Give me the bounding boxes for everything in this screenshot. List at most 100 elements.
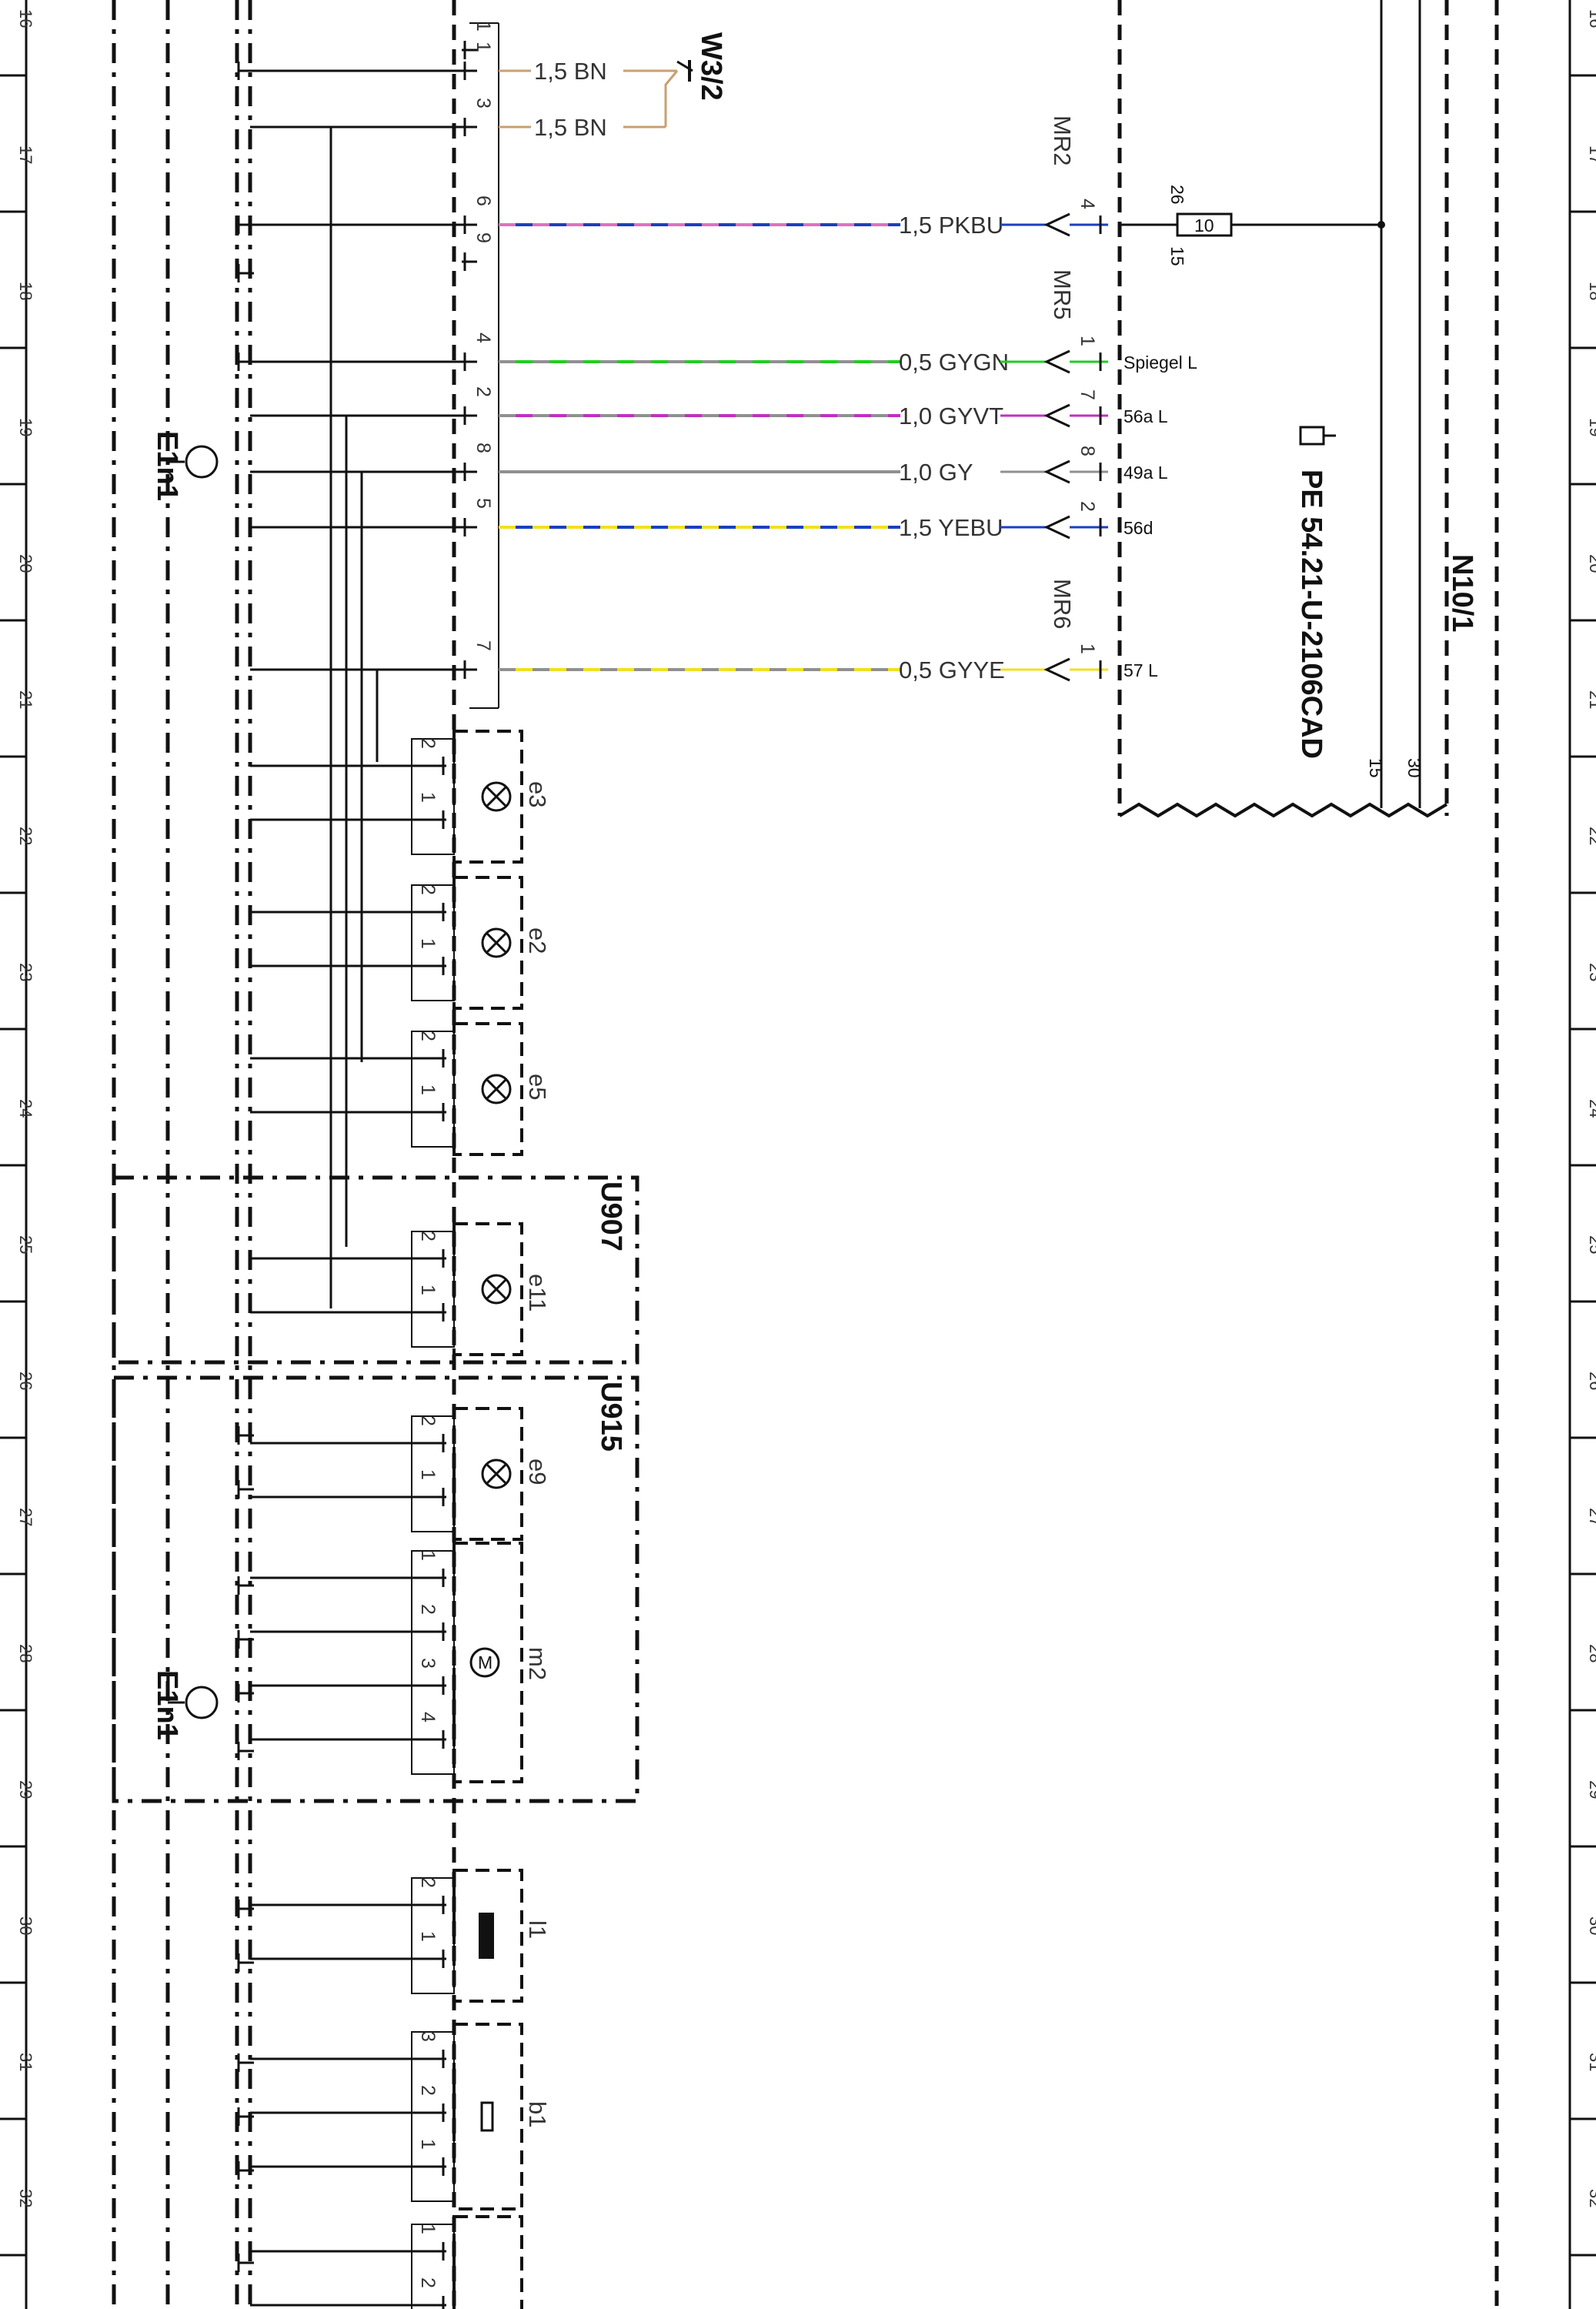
component-label: e11 — [524, 1274, 551, 1312]
wire-label: 1,5 BN — [534, 114, 607, 141]
fuse-10: 10 26 15 — [1120, 185, 1385, 266]
ruler-number-right: 24 — [1586, 1099, 1596, 1118]
connector-pin-number: 6 — [472, 195, 494, 206]
ruler-number-right: 22 — [1586, 827, 1596, 845]
inductor-icon — [479, 1913, 494, 1959]
component-label: e3 — [524, 781, 551, 807]
motor-symbol: M — [478, 1652, 492, 1672]
e1n1-bottom: E1n1 — [151, 1670, 219, 1740]
component-pin-number: 1 — [417, 938, 439, 949]
wire-label: 1,5 YEBU — [899, 514, 1003, 541]
ruler-number-left: 20 — [16, 554, 35, 573]
component-pin-number: 3 — [417, 1658, 439, 1669]
mr-target-label: 56a L — [1124, 406, 1168, 426]
component-pin-number: 2 — [417, 1877, 439, 1888]
motor-icon: M — [469, 1647, 500, 1678]
ruler-number-left: 25 — [16, 1235, 35, 1254]
ruler-number-right: 29 — [1586, 1780, 1596, 1799]
component-label: e9 — [524, 1459, 551, 1485]
connector-pin-number: 3 — [472, 98, 494, 109]
n10-1-label: N10/1 — [1446, 554, 1478, 632]
connector-pin-number: 5 — [472, 498, 494, 509]
connector-strip — [469, 22, 499, 709]
connector-pin-number: 9 — [472, 232, 494, 243]
lamp-icon — [481, 1459, 512, 1489]
component-label: e2 — [524, 927, 551, 954]
u915-label: U915 — [595, 1382, 627, 1452]
component-pin-number: 2 — [417, 1031, 439, 1041]
mr-target-label: 49a L — [1124, 463, 1168, 483]
wire-w1: 1,5 BN — [250, 58, 607, 85]
ruler-number-left: 30 — [16, 1916, 35, 1935]
ruler-number-left: 22 — [16, 827, 35, 845]
ruler-number-left: 29 — [16, 1780, 35, 1799]
mr-target-label: Spiegel L — [1124, 353, 1197, 373]
component-pin-number: 2 — [417, 738, 439, 749]
wire-label: 1,0 GY — [899, 459, 973, 486]
component-pin-number: 2 — [417, 1604, 439, 1615]
component-pin-number: 1 — [417, 2224, 439, 2234]
n10-1-pin-30: 30 — [1404, 758, 1424, 778]
mr-target-label: 57 L — [1124, 660, 1158, 680]
ruler-number-right: 19 — [1586, 418, 1596, 436]
wire-label: 0,5 GYGN — [899, 349, 1009, 376]
e1n1-top-label: E1n1 — [151, 431, 183, 501]
housing-lines — [112, 0, 1499, 2309]
u907-frame: U907 — [112, 1175, 639, 1365]
connector-pin-number: 1 — [472, 42, 494, 52]
ruler-number-right: 25 — [1586, 1235, 1596, 1254]
w3-2-label: W3/2 — [695, 32, 727, 101]
connector-pin-number: 2 — [472, 386, 494, 397]
ruler-number-left: 19 — [16, 418, 35, 436]
ruler-number-right: 28 — [1586, 1644, 1596, 1662]
ruler-number-left: 31 — [16, 2053, 35, 2071]
lamp-icon — [481, 781, 512, 812]
ruler-number-left: 27 — [16, 1508, 35, 1526]
e1n1-top: E1n1 — [151, 431, 219, 501]
ruler-number-left: 28 — [16, 1644, 35, 1662]
component-pin-number: 1 — [417, 1285, 439, 1295]
sensor-icon — [480, 2101, 494, 2132]
w3-2-bridge: W3/2 — [623, 32, 727, 129]
ruler-number-right: 31 — [1586, 2053, 1596, 2071]
component-label: l1 — [524, 1920, 551, 1939]
ruler-number-right: 20 — [1586, 554, 1596, 573]
wire-w2: 1,5 BN — [250, 114, 607, 141]
component-pin-number: 2 — [417, 1415, 439, 1426]
ruler-number-left: 26 — [16, 1372, 35, 1390]
connector-pins: 1 1 3 6 9 4 2 8 5 7 — [462, 21, 494, 679]
connector-pin-number: 7 — [472, 640, 494, 651]
connector-pin-number: 1 — [472, 21, 494, 32]
ruler-number-right: 27 — [1586, 1508, 1596, 1526]
mr-pin-number: 1 — [1077, 336, 1098, 346]
component-e2: 2 1 e2 — [250, 876, 551, 1010]
ruler-number-right: 23 — [1586, 963, 1596, 981]
fuse-label: 10 — [1194, 216, 1214, 236]
lamp-icon — [481, 1274, 512, 1305]
component-pin-number: 1 — [417, 1084, 439, 1095]
component-pin-number: 2 — [417, 2085, 439, 2096]
e1n1-bottom-label: E1n1 — [151, 1670, 183, 1740]
connector-pin-number: 4 — [472, 332, 494, 343]
wire-label: 1,5 BN — [534, 58, 607, 85]
component-pin-number: 2 — [417, 884, 439, 895]
component-x32: 12 — [250, 2215, 523, 2309]
mr-pin-number: 1 — [1077, 643, 1098, 654]
ruler-number-right: 21 — [1586, 690, 1596, 709]
fuse-out-label: 15 — [1167, 246, 1187, 266]
hand-pointer-icon — [1299, 426, 1336, 446]
connector-pin-number: 8 — [472, 443, 494, 453]
ruler-number-right: 17 — [1586, 145, 1596, 164]
